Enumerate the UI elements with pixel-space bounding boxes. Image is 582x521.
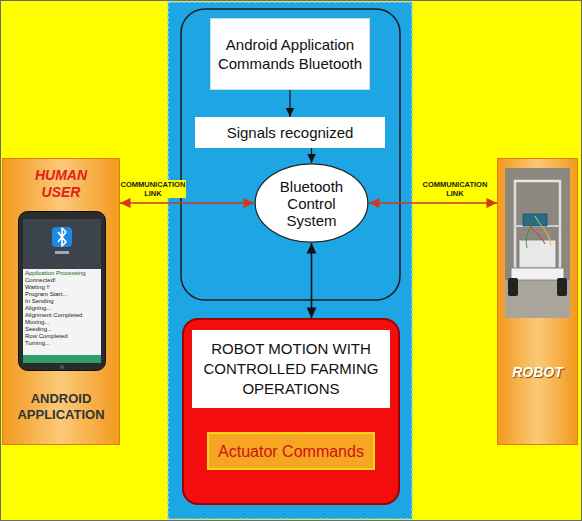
panel-heading: ROBOT bbox=[498, 364, 577, 381]
band-text: Signals recognized bbox=[202, 124, 378, 142]
arrow-head bbox=[307, 154, 315, 163]
link-label: COMMUNICATION LINK bbox=[120, 180, 187, 198]
connector-line bbox=[120, 202, 254, 204]
connector bbox=[307, 243, 317, 318]
connector-line bbox=[369, 202, 497, 204]
connector bbox=[286, 90, 294, 117]
connector-line bbox=[311, 243, 313, 318]
connector bbox=[307, 148, 315, 163]
screen-line: Turning... bbox=[23, 340, 101, 347]
connector bbox=[369, 198, 497, 208]
screen-line: Moving... bbox=[23, 319, 101, 326]
screen-line: Alignment Completed bbox=[23, 312, 101, 319]
screen-line: Connected! bbox=[23, 277, 101, 284]
operations-box: ROBOT MOTION WITH CONTROLLED FARMING OPE… bbox=[182, 318, 400, 505]
arrow-head bbox=[120, 198, 131, 208]
screen-line: Program Start... bbox=[23, 291, 101, 298]
control-ellipse: Bluetooth Control System bbox=[254, 163, 369, 243]
system-panel bbox=[168, 2, 412, 519]
link-label: COMMUNICATION LINK bbox=[422, 180, 489, 198]
arrow-head bbox=[286, 108, 294, 117]
link-label-holder: COMMUNICATION LINK bbox=[422, 180, 489, 198]
button-text: Actuator Commands bbox=[213, 442, 369, 461]
robot-panel: ROBOT bbox=[497, 158, 578, 445]
ellipse-text: Bluetooth Control System bbox=[270, 178, 354, 229]
screen-line: Seeding... bbox=[23, 326, 101, 333]
user-panel: HUMAN USER ANDROID APPLICATION Application… bbox=[2, 158, 120, 445]
panel-caption: ANDROID APPLICATION bbox=[9, 391, 113, 423]
phone-screen-log: Application ProcessingConnected!Waiting … bbox=[23, 270, 101, 347]
box-text: Android Application Commands Bluetooth bbox=[217, 35, 363, 73]
arrow-head bbox=[369, 198, 380, 208]
connector bbox=[120, 198, 254, 208]
screen-line: Waiting !! bbox=[23, 284, 101, 291]
screen-line: Aligning... bbox=[23, 305, 101, 312]
actuator-button: Actuator Commands bbox=[207, 432, 375, 470]
screen-header: Application Processing bbox=[23, 270, 101, 277]
arrow-head bbox=[307, 243, 317, 254]
process-band: Signals recognized bbox=[195, 117, 385, 148]
screen-line: In Sending bbox=[23, 298, 101, 305]
box-heading: ROBOT MOTION WITH CONTROLLED FARMING OPE… bbox=[192, 330, 390, 408]
process-box: Android Application Commands Bluetooth bbox=[210, 18, 370, 90]
arrow-head bbox=[307, 308, 317, 319]
ellipse-shape bbox=[255, 164, 368, 242]
arrow-head bbox=[244, 198, 255, 208]
arrow-head bbox=[487, 198, 498, 208]
link-label-holder: COMMUNICATION LINK bbox=[120, 180, 187, 198]
robot-photo bbox=[505, 168, 570, 318]
panel-heading: HUMAN USER bbox=[21, 167, 101, 201]
control-outline bbox=[181, 9, 400, 300]
screen-line: Row Completed bbox=[23, 333, 101, 340]
